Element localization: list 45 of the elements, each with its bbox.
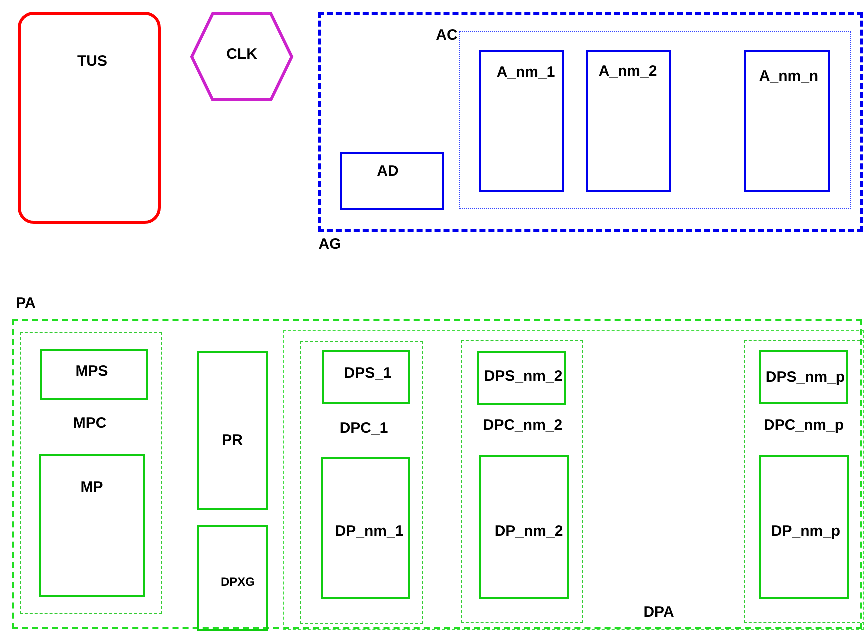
process-box xyxy=(39,454,145,597)
hexagon xyxy=(190,12,294,102)
node-label: AG xyxy=(318,236,342,254)
group-box xyxy=(461,340,583,623)
process-box xyxy=(744,50,830,192)
group-box xyxy=(283,330,864,630)
node-label: DPXG xyxy=(220,574,256,591)
node-label: DPC_nm_2 xyxy=(482,417,564,435)
node-label: DPC_nm_p xyxy=(762,417,846,435)
node-label: A_nm_1 xyxy=(496,64,556,82)
node-label: DPS_nm_2 xyxy=(483,368,564,386)
node-label: A_nm_2 xyxy=(598,63,658,81)
node-label: MPS xyxy=(74,363,110,381)
process-box xyxy=(479,455,569,599)
process-box xyxy=(586,50,671,192)
node-label: PA xyxy=(15,295,37,313)
group-box xyxy=(300,341,423,624)
node-label: DPS_1 xyxy=(343,365,393,383)
node-label: A_nm_n xyxy=(758,68,820,86)
node-label: AD xyxy=(376,163,400,181)
process-box xyxy=(321,457,410,599)
node-label: AC xyxy=(435,27,459,45)
process-box xyxy=(197,351,268,510)
node-label: DPS_nm_p xyxy=(764,369,846,387)
node-label: DPC_1 xyxy=(338,420,390,438)
node-label: DP_nm_1 xyxy=(334,523,405,541)
process-box xyxy=(477,351,566,405)
process-box xyxy=(479,50,564,192)
node-label: MPC xyxy=(72,415,108,433)
node-label: DP_nm_2 xyxy=(494,523,564,541)
process-box xyxy=(40,349,148,400)
node-label: TUS xyxy=(76,53,108,71)
node-label: DPA xyxy=(642,604,676,622)
process-box xyxy=(340,152,444,210)
node-label: PR xyxy=(221,432,244,450)
node-label: DP_nm_p xyxy=(770,523,842,541)
node-label: MP xyxy=(80,479,104,497)
process-box xyxy=(759,350,848,404)
group-box xyxy=(20,332,162,614)
process-box xyxy=(322,350,410,404)
process-box xyxy=(759,455,849,599)
process-box xyxy=(197,525,268,631)
node-label: CLK xyxy=(226,46,258,64)
group-box xyxy=(744,340,864,623)
rounded-box xyxy=(18,12,161,224)
